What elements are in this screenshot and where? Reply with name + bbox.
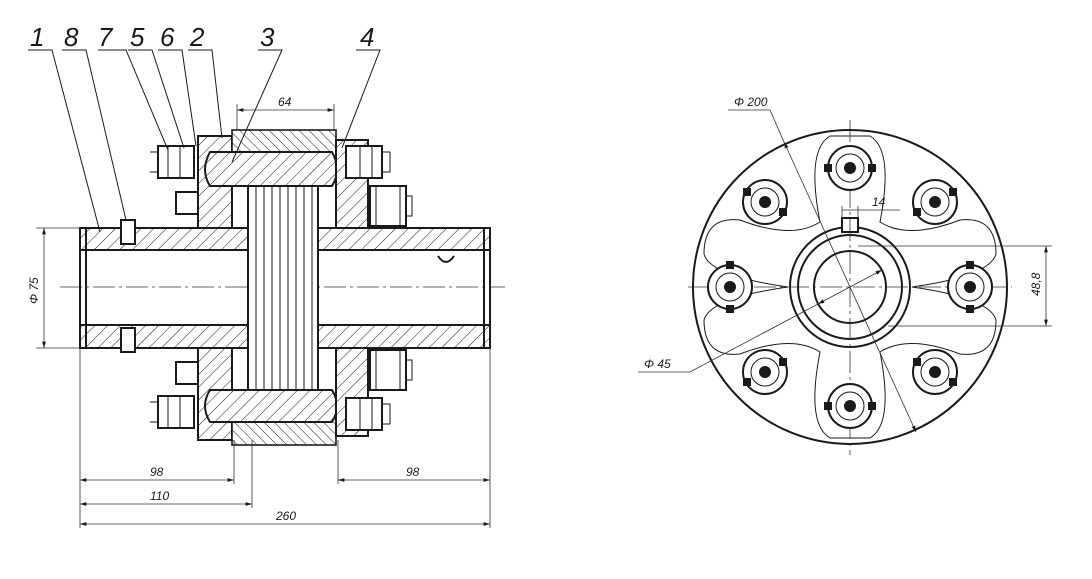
set-screw-top <box>120 219 136 245</box>
callout-3: 3 <box>260 22 275 52</box>
callout-6: 6 <box>160 22 175 52</box>
right-hub-bottom <box>317 324 491 349</box>
svg-text:260: 260 <box>275 509 296 523</box>
end-view: Φ 200 Φ 45 14 48,8 <box>638 95 1052 455</box>
callout-leaders <box>28 49 381 233</box>
svg-text:14: 14 <box>872 195 886 209</box>
dimension-bottom: 98 98 110 260 <box>79 348 491 528</box>
dimension-pin-pitch: 64 <box>236 95 335 130</box>
callout-2: 2 <box>189 22 205 52</box>
dimension-hub-diameter: Φ 75 <box>27 227 80 349</box>
svg-text:Φ 200: Φ 200 <box>734 95 768 109</box>
nut-assembly-left <box>150 145 199 429</box>
callout-5: 5 <box>130 22 145 52</box>
callout-labels: 1 8 7 5 6 2 3 4 <box>30 22 374 52</box>
svg-text:Φ 75: Φ 75 <box>27 277 41 304</box>
callout-1: 1 <box>30 22 44 52</box>
callout-8: 8 <box>64 22 79 52</box>
callout-4: 4 <box>360 22 374 52</box>
pin-bottom <box>204 389 338 423</box>
callout-7: 7 <box>98 22 114 52</box>
right-hub-top <box>317 227 491 251</box>
dimension-key-depth: 48,8 <box>858 245 1052 327</box>
svg-text:64: 64 <box>278 95 292 109</box>
dimension-key-width: 14 <box>841 195 900 218</box>
keyway-mark <box>437 255 455 263</box>
section-view: 1 8 7 5 6 2 3 4 64 Φ 75 98 98 <box>27 22 505 528</box>
left-hub-bottom <box>79 324 249 349</box>
svg-text:98: 98 <box>406 465 420 479</box>
pin-top <box>204 151 338 187</box>
left-hub-top <box>79 227 249 251</box>
nut-assembly-right <box>345 145 413 431</box>
set-screw-bottom <box>120 327 136 353</box>
svg-text:Φ 45: Φ 45 <box>644 357 671 371</box>
svg-text:48,8: 48,8 <box>1029 272 1043 296</box>
dimension-bore-diameter: Φ 45 <box>638 269 883 373</box>
svg-text:98: 98 <box>150 465 164 479</box>
svg-text:110: 110 <box>150 489 169 503</box>
